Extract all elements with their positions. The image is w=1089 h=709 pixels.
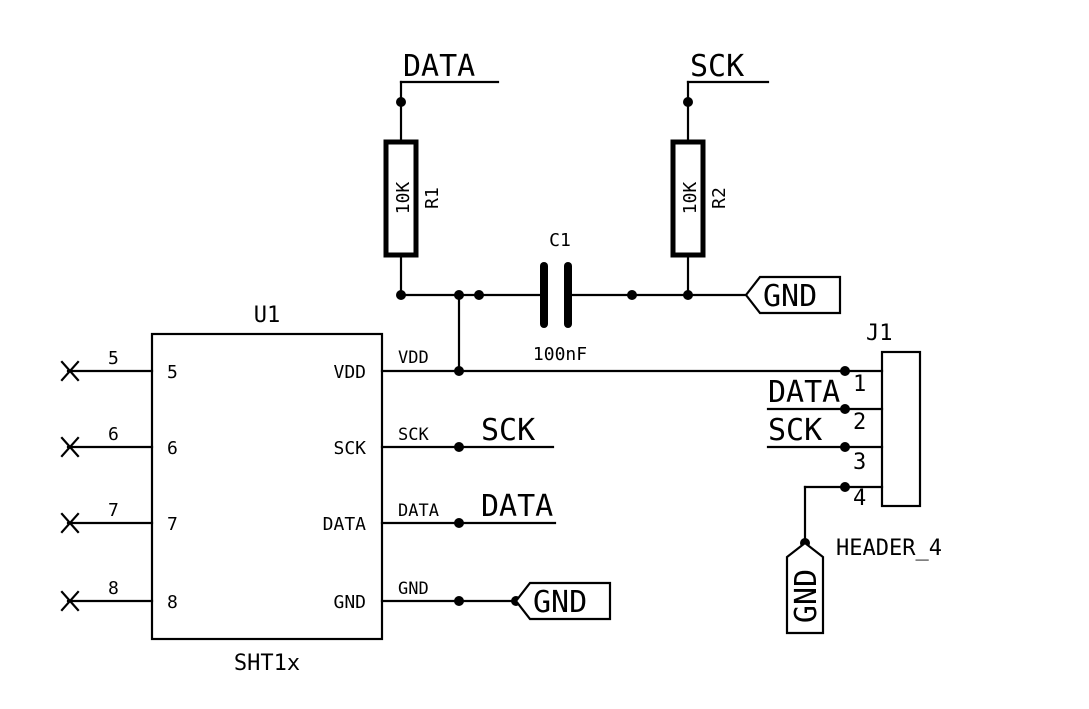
u1-pin-gnd-label: GND: [398, 579, 429, 599]
junction-dot: [454, 442, 464, 452]
junction-dot: [454, 518, 464, 528]
u1-component[interactable]: U1 SHT1x 5 5 6 6 7 7 8 8 VDD SCK: [60, 303, 384, 676]
u1-pin-6-name: 6: [167, 438, 178, 459]
u1-pin-7-number: 7: [108, 500, 119, 521]
junction-dot: [454, 366, 464, 376]
junction-dot: [840, 442, 850, 452]
u1-pin-5-number: 5: [108, 348, 119, 369]
c1-ref: C1: [549, 230, 571, 251]
r1-component[interactable]: DATA 10K R1: [383, 49, 500, 300]
junction-dot: [840, 404, 850, 414]
j1-pin-1: 1: [853, 372, 866, 397]
net-label-sck-r2: SCK: [690, 49, 744, 84]
junction-dot: [627, 290, 637, 300]
gnd-power-flag-icon: [785, 541, 825, 635]
u1-pin-8-name: 8: [167, 592, 178, 613]
u1-pin-6-number: 6: [108, 424, 119, 445]
gnd-flag-label-j1: GND: [789, 569, 824, 623]
junction-dot: [840, 366, 850, 376]
r2-component[interactable]: SCK 10K R2: [670, 49, 770, 300]
r2-value: 10K: [680, 182, 701, 215]
j1-ref: J1: [866, 321, 893, 346]
u1-ref: U1: [254, 303, 281, 328]
c1-component[interactable]: C1 100nF GND: [399, 230, 842, 365]
net-gnd-u1[interactable]: GND GND: [380, 579, 612, 621]
u1-pin-data-label: DATA: [398, 501, 439, 521]
r1-value: 10K: [393, 182, 414, 215]
net-label-sck-j1: SCK: [768, 413, 822, 448]
u1-pin-7[interactable]: 7 7: [60, 500, 178, 535]
net-vdd[interactable]: VDD: [380, 293, 847, 376]
j1-pin-3: 3: [853, 450, 866, 475]
r2-ref: R2: [709, 187, 730, 209]
u1-pin-6[interactable]: 6 6: [60, 424, 178, 459]
u1-pin-gnd-name: GND: [333, 592, 366, 613]
net-label-data-r1: DATA: [403, 49, 475, 84]
no-connect-icon: [60, 512, 80, 534]
u1-body: [150, 332, 384, 641]
net-data-u1[interactable]: DATA DATA: [380, 489, 557, 528]
u1-pin-sck-label: SCK: [398, 425, 429, 445]
no-connect-icon: [60, 590, 80, 612]
junction-dot: [454, 290, 464, 300]
u1-pin-8-number: 8: [108, 578, 119, 599]
gnd-flag-label-top: GND: [763, 279, 817, 314]
u1-value: SHT1x: [234, 651, 300, 676]
u1-pin-sck-name: SCK: [333, 438, 366, 459]
gnd-flag-label: GND: [533, 585, 587, 620]
j1-body: [880, 350, 922, 508]
net-label-sck: SCK: [481, 413, 535, 448]
net-label-data: DATA: [481, 489, 553, 524]
gnd-power-flag-icon: [744, 275, 842, 315]
net-sck-u1[interactable]: SCK SCK: [380, 413, 555, 452]
no-connect-icon: [60, 360, 80, 382]
u1-pin-vdd-name: VDD: [333, 362, 366, 383]
u1-pin-5-name: 5: [167, 362, 178, 383]
junction-dot: [683, 97, 693, 107]
c1-value: 100nF: [533, 344, 587, 365]
u1-pin-8[interactable]: 8 8: [60, 578, 178, 613]
net-label-data-j1: DATA: [768, 375, 840, 410]
junction-dot: [396, 97, 406, 107]
no-connect-icon: [60, 436, 80, 458]
gnd-power-flag-icon: [514, 581, 612, 621]
j1-pin-2: 2: [853, 410, 866, 435]
j1-pin-4: 4: [853, 486, 866, 511]
junction-dot: [840, 482, 850, 492]
u1-pin-7-name: 7: [167, 514, 178, 535]
j1-component[interactable]: J1 HEADER_4 1 2 DATA 3 SCK 4 GND: [766, 321, 942, 635]
u1-pin-5[interactable]: 5 5: [60, 348, 178, 383]
j1-value: HEADER_4: [836, 536, 942, 561]
r1-ref: R1: [422, 187, 443, 209]
junction-dot: [454, 596, 464, 606]
u1-pin-vdd-label: VDD: [398, 348, 429, 368]
u1-pin-data-name: DATA: [323, 514, 367, 535]
junction-dot: [474, 290, 484, 300]
